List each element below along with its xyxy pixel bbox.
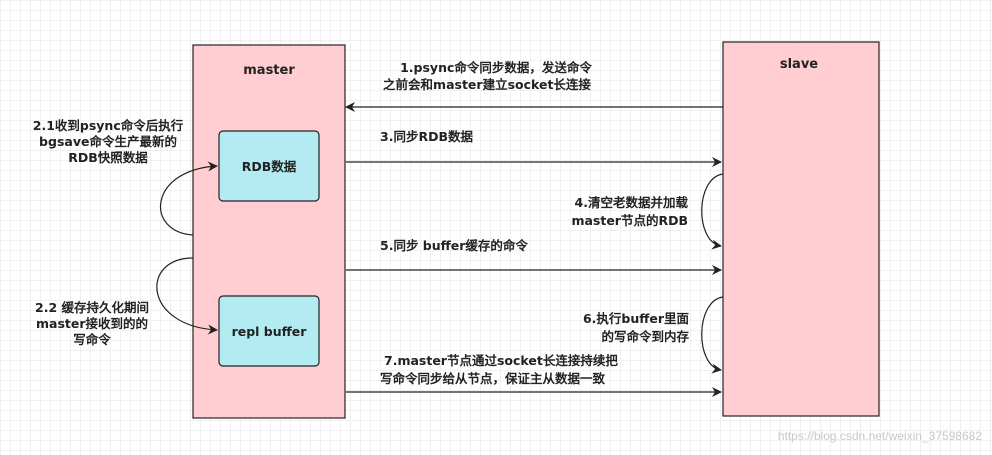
step4-text-line2: master节点的RDB (571, 213, 688, 228)
step6-text-line2: 的写命令到内存 (601, 329, 689, 344)
step22-text-line3: 写命令 (73, 332, 111, 347)
step7-text-line2: 写命令同步给从节点，保证主从数据一致 (380, 371, 606, 386)
step22-text-line1: 2.2 缓存持久化期间 (35, 300, 149, 315)
step21-text-line1: 2.1收到psync命令后执行 (33, 118, 184, 133)
step5-text: 5.同步 buffer缓存的命令 (380, 238, 528, 253)
loop-step4 (701, 173, 724, 250)
step22-text-line2: master接收到的的 (36, 316, 148, 331)
step21-text-line2: bgsave命令生产最新的 (39, 134, 177, 149)
step1-text-line2: 之前会和master建立socket长连接 (383, 77, 591, 92)
step7-text-line1: 7.master节点通过socket长连接持续把 (384, 353, 618, 368)
rdb-data-box (218, 130, 320, 202)
loop-step22 (156, 257, 218, 335)
rdb-data-label: RDB数据 (242, 159, 297, 174)
step21-text-line3: RDB快照数据 (68, 150, 148, 165)
step4-text-line1: 4.清空老数据并加载 (575, 195, 689, 210)
repl-buffer-label: repl buffer (232, 324, 308, 339)
loop-step21 (159, 161, 218, 236)
slave-node (722, 41, 880, 417)
watermark: https://blog.csdn.net/weixin_37598682 (778, 429, 982, 443)
step6-text-line1: 6.执行buffer里面 (583, 311, 690, 326)
loop-step6 (701, 296, 724, 374)
step1-text-line1: 1.psync命令同步数据，发送命令 (400, 60, 592, 75)
repl-buffer-box (218, 295, 320, 367)
master-title: master (243, 63, 295, 78)
step3-text: 3.同步RDB数据 (380, 129, 473, 144)
slave-title: slave (780, 57, 818, 72)
